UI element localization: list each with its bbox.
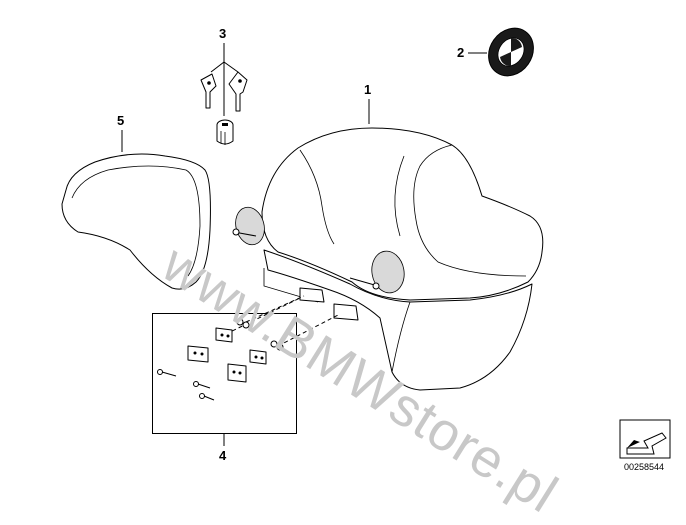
- callout-4: 4: [219, 448, 227, 463]
- bracket-icon: [215, 327, 233, 343]
- mounting-kit: [157, 318, 284, 401]
- callout-2: 2: [457, 45, 464, 60]
- backrest-pad: [61, 153, 211, 290]
- key-left-icon: [200, 73, 217, 109]
- kit-leaders: [225, 295, 341, 347]
- latch-right: [371, 250, 405, 294]
- view-direction-icon: [619, 419, 671, 459]
- top-case: [232, 127, 544, 391]
- screw-icon: [157, 369, 215, 401]
- callout-5: 5: [117, 113, 124, 128]
- diagram-number: 00258544: [624, 462, 665, 472]
- callout-3: 3: [219, 26, 226, 41]
- lock-cylinder-icon: [216, 119, 234, 145]
- key-right-icon: [228, 71, 248, 112]
- bracket-icon: [249, 349, 267, 365]
- callout-1: 1: [364, 82, 371, 97]
- leader-3: [210, 43, 239, 116]
- bmw-emblem-icon: [488, 27, 534, 77]
- bracket-icon: [187, 345, 209, 363]
- parts-diagram: 3 2 5 1: [61, 26, 671, 463]
- washer-icon: [236, 318, 284, 351]
- bracket-icon: [227, 363, 247, 383]
- mounting-kit-frame: [152, 313, 297, 434]
